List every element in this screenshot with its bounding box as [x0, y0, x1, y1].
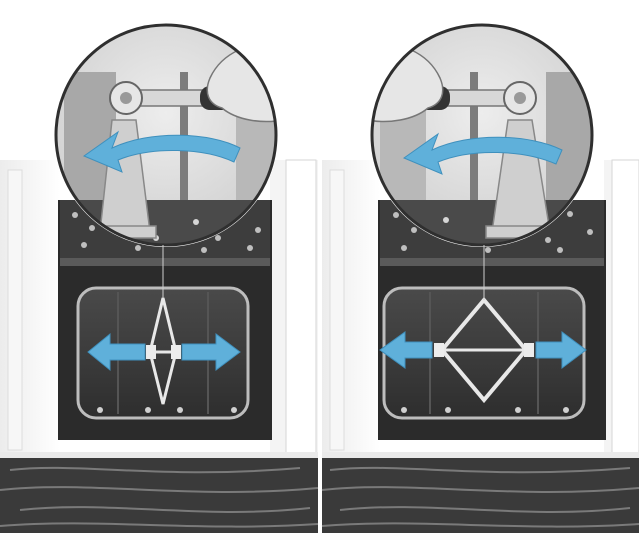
- jack-pad: [434, 343, 444, 357]
- panel-left: [0, 20, 318, 533]
- shelf-rail: [380, 258, 604, 266]
- floor-edge: [0, 452, 318, 458]
- floor-mat: [0, 455, 318, 533]
- jack-pad: [524, 343, 534, 357]
- wall-trim: [8, 170, 22, 450]
- floor-edge: [322, 452, 639, 458]
- door-frame: [612, 160, 639, 460]
- panel-right: [322, 20, 639, 533]
- jack-pad: [171, 345, 181, 359]
- panel-divider: [318, 0, 322, 533]
- jack-pad: [146, 345, 156, 359]
- wall-trim: [330, 170, 344, 450]
- shelf-rail: [60, 258, 270, 266]
- door-frame: [286, 160, 316, 460]
- floor-mat: [322, 455, 639, 533]
